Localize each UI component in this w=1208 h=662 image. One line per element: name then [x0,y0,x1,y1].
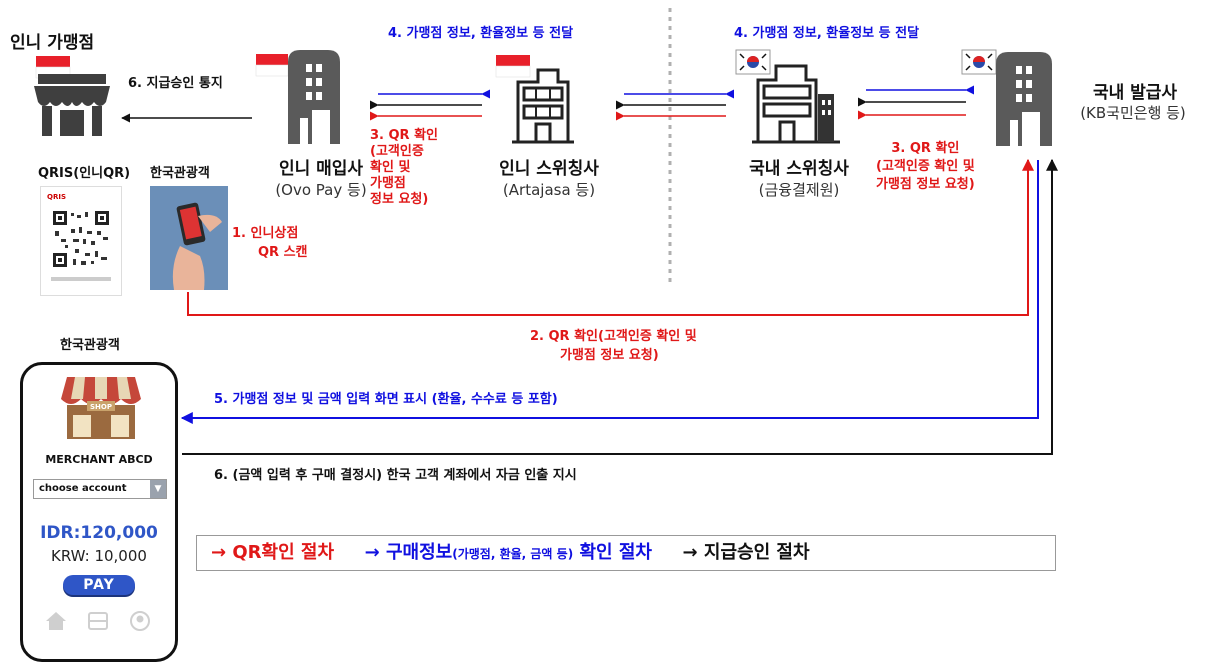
step2-line2: 가맹점 정보 요청) [560,348,659,363]
step3-left-l3: 확인 및 [370,160,411,175]
amount-krw: KRW: 10,000 [51,547,147,565]
kr-switch-title: 국내 스위칭사 [749,159,849,179]
scan-icon[interactable] [87,611,109,631]
profile-icon[interactable] [129,610,151,632]
id-switch-title: 인니 스위칭사 [499,159,599,179]
bank-building-icon [288,50,340,144]
legend-info-small: (가맹점, 환율, 금액 등) [452,547,574,561]
legend-info-main: 구매정보 [385,542,453,563]
arrow-s2-qr-check [187,158,1034,316]
store-icon [34,74,110,136]
acquirer-sub: (Ovo Pay 등) [275,181,367,199]
step4-right-label: 4. 가맹점 정보, 환율정보 등 전달 [734,26,920,41]
mobile-phone: SHOP MERCHANT ABCD choose account ▼ IDR:… [20,362,178,662]
merchant-name: MERCHANT ABCD [45,453,153,466]
legend-box: → QR확인 절차 → 구매정보(가맹점, 환율, 금액 등) 확인 절차 → … [196,535,1056,571]
qris-card-footer [51,277,111,281]
qris-card-logo: QRIS [47,193,66,201]
step3-right-l3: 가맹점 정보 요청) [876,177,975,192]
indonesia-flag-icon [495,55,531,78]
kr-switch-sub: (금융결제원) [758,181,840,199]
korea-flag-icon [961,49,997,75]
amount-idr: IDR:120,000 [40,523,158,543]
tourist-label-top: 한국관광객 [150,166,210,181]
legend-info-arrow: → [364,542,380,563]
qris-card: QRIS [40,186,122,296]
step3-left-l1: 3. QR 확인 [370,128,439,143]
step1-line1: 1. 인니상점 [232,226,299,241]
step2-line1: 2. QR 확인(고객인증 확인 및 [530,329,697,344]
tourist-scan-illustration [150,186,228,290]
step3-right-text: 3. QR 확인 (고객인증 확인 및 가맹점 정보 요청) [876,140,975,194]
qr-code-icon [51,209,111,269]
step3-left-l2: (고객인증 [370,144,424,159]
switch-building-icon [752,64,840,144]
shop-sign-text: SHOP [90,403,112,411]
switch-building-icon [512,68,574,144]
acquirer-title: 인니 매입사 [278,159,364,179]
step3-left-text: 3. QR 확인 (고객인증 확인 및 가맹점 정보 요청) [370,128,438,208]
qris-label: QRIS(인니QR) [38,166,131,181]
tourist-label-phone: 한국관광객 [60,338,120,353]
approval-notice-label: 6. 지급승인 통지 [128,76,223,91]
account-select-value: choose account [39,483,127,494]
step6-bottom-label: 6. (금액 입력 후 구매 결정시) 한국 고객 계좌에서 자금 인출 지시 [214,468,577,483]
chevron-down-icon: ▼ [150,480,166,498]
shop-icon: SHOP [61,377,141,439]
step1-line2: QR 스캔 [258,245,308,260]
phone-hand-icon [172,202,222,290]
legend-approval-text: 지급승인 절차 [703,542,810,563]
arrow-s6-withdraw [182,158,1058,455]
korea-flag-icon [735,49,771,75]
step3-left-l4: 가맹점 [370,176,406,191]
id-switch-sub: (Artajasa 등) [502,181,596,199]
home-icon[interactable] [45,611,67,631]
step5-label: 5. 가맹점 정보 및 금액 입력 화면 표시 (환율, 수수료 등 포함) [214,392,558,407]
flow-arrows [121,8,1058,455]
step3-right-l1: 3. QR 확인 [891,141,960,156]
legend-info-tail: 확인 절차 [579,542,652,563]
step3-left-l5: 정보 요청) [370,192,429,207]
issuer-title: 국내 발급사 [1092,83,1178,103]
pay-button[interactable]: PAY [63,575,135,595]
legend-approval-arrow: → [682,542,698,563]
step4-left-label: 4. 가맹점 정보, 환율정보 등 전달 [388,26,574,41]
account-select[interactable]: choose account ▼ [33,479,167,499]
merchant-title: 인니 가맹점 [10,33,95,53]
bank-building-icon [996,52,1052,146]
arrow-s5-display [180,160,1039,424]
legend-qr-text: QR확인 절차 [232,542,335,563]
step3-right-l2: (고객인증 확인 및 [876,159,975,174]
issuer-sub: (KB국민은행 등) [1080,104,1186,122]
legend-qr-arrow: → [211,542,227,563]
